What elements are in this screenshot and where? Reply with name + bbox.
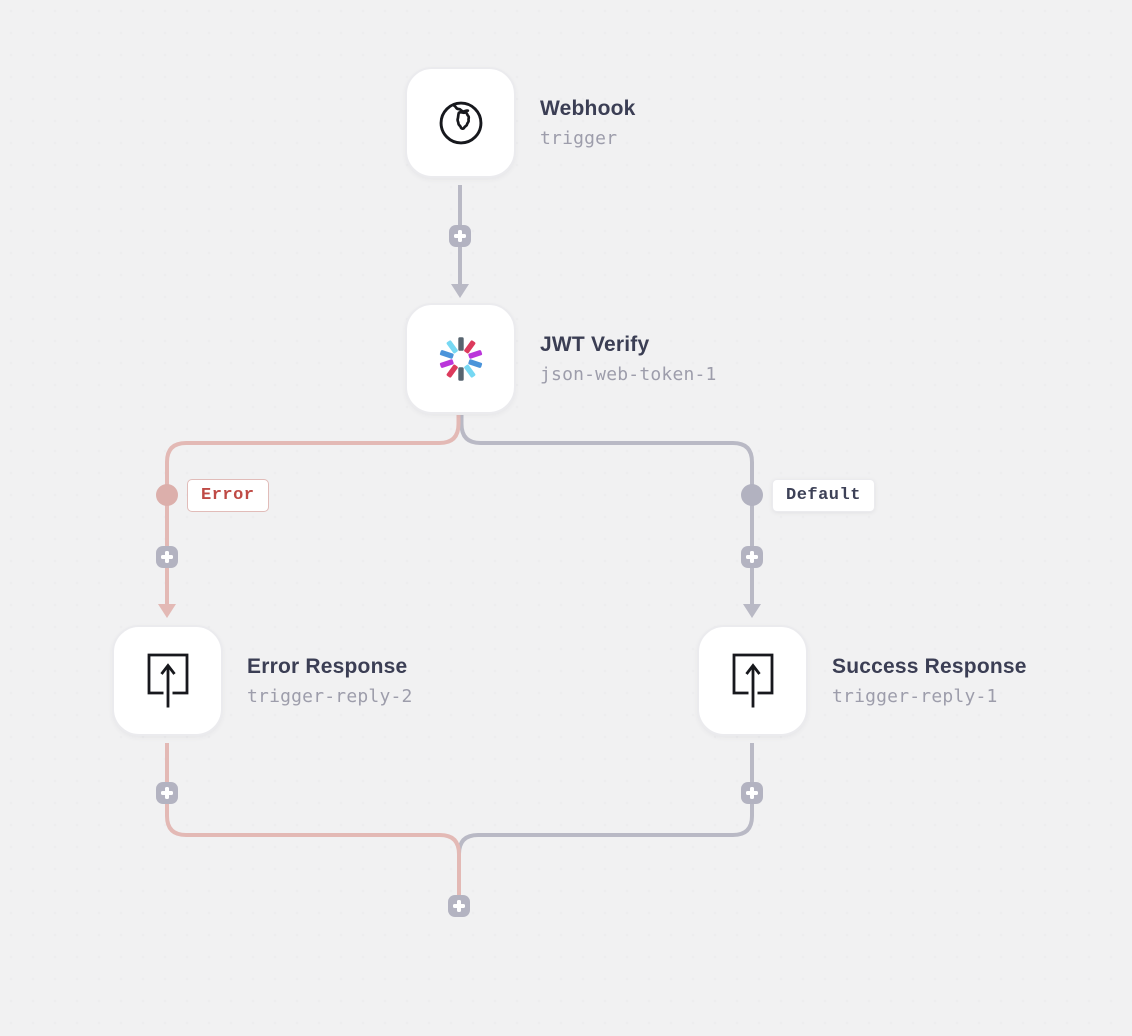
node-success-response-labels: Success Response trigger-reply-1 [832, 654, 1027, 706]
reply-arrow-icon [147, 653, 188, 707]
add-step-button[interactable] [741, 782, 763, 804]
node-webhook[interactable]: Webhook trigger [405, 67, 636, 178]
wire-error-to-merge [165, 804, 461, 895]
add-step-button[interactable] [741, 546, 763, 568]
reply-arrow-icon [732, 653, 773, 707]
node-success-response-box[interactable] [697, 625, 808, 736]
jwt-icon [439, 336, 482, 381]
node-success-response[interactable]: Success Response trigger-reply-1 [697, 625, 1027, 736]
node-title: JWT Verify [540, 333, 650, 357]
wire-branch-error [165, 415, 461, 546]
add-step-button[interactable] [156, 546, 178, 568]
node-subtitle: trigger-reply-1 [832, 685, 998, 707]
node-subtitle: trigger [540, 127, 618, 149]
plus-icon [161, 551, 173, 563]
node-error-response-labels: Error Response trigger-reply-2 [247, 654, 413, 706]
arrowhead-jwt-input [451, 284, 469, 298]
plus-icon [746, 787, 758, 799]
node-subtitle: json-web-token-1 [540, 363, 717, 385]
branch-label-default-text: Default [786, 486, 861, 505]
wire-branch-default [459, 415, 754, 546]
add-step-button[interactable] [448, 895, 470, 917]
node-title: Error Response [247, 655, 408, 679]
globe-icon [439, 101, 482, 144]
plus-icon [161, 787, 173, 799]
node-title: Success Response [832, 655, 1027, 679]
plus-icon [453, 900, 465, 912]
port-dot-error [156, 484, 178, 506]
node-subtitle: trigger-reply-2 [247, 685, 413, 707]
node-jwt-verify[interactable]: JWT Verify json-web-token-1 [405, 303, 717, 414]
arrowhead-success-input [743, 604, 761, 618]
port-dot-default [741, 484, 763, 506]
node-error-response-box[interactable] [112, 625, 223, 736]
add-step-button[interactable] [156, 782, 178, 804]
node-title: Webhook [540, 97, 636, 121]
add-step-button[interactable] [449, 225, 471, 247]
plus-icon [454, 230, 466, 242]
plus-icon [746, 551, 758, 563]
branch-label-error[interactable]: Error [187, 479, 269, 512]
node-webhook-labels: Webhook trigger [540, 96, 636, 148]
branch-label-error-text: Error [201, 486, 255, 505]
node-error-response[interactable]: Error Response trigger-reply-2 [112, 625, 413, 736]
node-jwt-verify-labels: JWT Verify json-web-token-1 [540, 332, 717, 384]
node-jwt-verify-box[interactable] [405, 303, 516, 414]
branch-label-default[interactable]: Default [772, 479, 875, 512]
arrowhead-error-input [158, 604, 176, 618]
node-webhook-box[interactable] [405, 67, 516, 178]
wire-success-to-merge [457, 804, 754, 895]
